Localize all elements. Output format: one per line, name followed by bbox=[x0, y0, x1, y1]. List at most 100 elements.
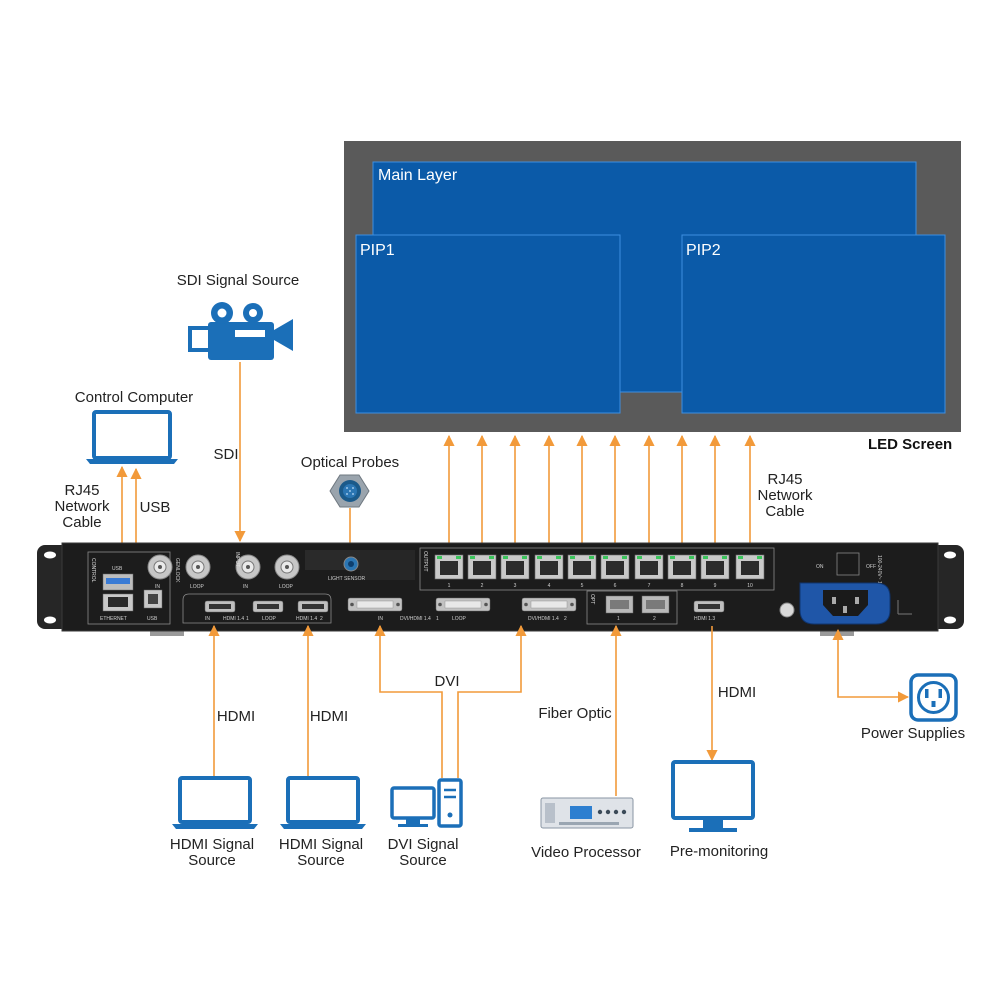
rj45-port-number: 6 bbox=[614, 583, 617, 589]
usb-port-label: USB bbox=[112, 566, 123, 572]
sdi-bnc-port bbox=[274, 554, 300, 580]
pip1-layer bbox=[355, 234, 621, 414]
video-processor-icon bbox=[540, 797, 634, 829]
rj45-port-number: 7 bbox=[648, 583, 651, 589]
dvi-ports: IN DVI/HDMI 1.4 1 LOOP DVI/HDMI 1.4 2 bbox=[347, 597, 577, 622]
input-section-label: INPUT bbox=[234, 552, 240, 567]
sdi-in-label-1: IN bbox=[155, 584, 160, 590]
power-section: ON OFF 100-240V~ 1.5A 50/60Hz bbox=[779, 552, 912, 625]
dvi-source-line1: DVI Signal bbox=[388, 836, 459, 853]
power-supplies-label: Power Supplies bbox=[861, 725, 965, 742]
rj45-port-number: 8 bbox=[681, 583, 684, 589]
rj45-output-ports: 1 2 3 4 5 6 7 8 9 10 bbox=[434, 554, 765, 589]
control-section-label: CONTROL bbox=[90, 558, 96, 583]
power-supplies: Power Supplies bbox=[832, 628, 965, 742]
optical-probes: Optical Probes bbox=[301, 454, 399, 560]
hdmi13-label: HDMI 1.3 bbox=[694, 616, 715, 622]
pre-monitoring-label: Pre-monitoring bbox=[670, 843, 768, 860]
led-screen-label: LED Screen bbox=[868, 436, 952, 453]
dvi-loop-label: LOOP bbox=[452, 616, 467, 622]
pre-monitoring: HDMI Pre-monitoring bbox=[670, 626, 768, 860]
control-computer-label: Control Computer bbox=[75, 389, 193, 406]
rj45-port-number: 4 bbox=[548, 583, 551, 589]
rj45-port: 8 bbox=[667, 554, 697, 589]
fiber-optic-label: Fiber Optic bbox=[538, 705, 612, 722]
hdmi-num-2: 2 bbox=[320, 616, 323, 622]
light-sensor-label: LIGHT SENSOR bbox=[328, 576, 366, 582]
control-computer: Control Computer RJ45 Network Cable USB bbox=[54, 389, 193, 591]
laptop-icon bbox=[86, 410, 178, 464]
power-off-label: OFF bbox=[866, 564, 876, 570]
hdmi-in-label: IN bbox=[205, 616, 210, 622]
hdmi-loop-label: LOOP bbox=[262, 616, 277, 622]
rj45-port-number: 5 bbox=[581, 583, 584, 589]
rj45-right-label: RJ45 Network Cable bbox=[757, 471, 813, 520]
sdi-bnc-port bbox=[235, 554, 261, 580]
sdi-source-label: SDI Signal Source bbox=[177, 272, 300, 289]
sdi-in-label-2: IN bbox=[243, 584, 248, 590]
rj45-right-line1: RJ45 bbox=[767, 471, 802, 488]
optical-probe-icon bbox=[329, 474, 370, 508]
hdmi-input-ports: IN HDMI 1.4 1 LOOP HDMI 1.4 2 bbox=[182, 593, 332, 624]
hdmi-source-1-line2: Source bbox=[188, 852, 236, 869]
opt-num-1: 1 bbox=[617, 616, 620, 622]
output-arrows bbox=[443, 434, 756, 559]
dvi-num-2: 2 bbox=[564, 616, 567, 622]
sdi-label: SDI bbox=[213, 446, 238, 463]
power-on-label: ON bbox=[816, 564, 824, 570]
video-camera-icon bbox=[188, 302, 293, 360]
sdi-loop-label-1: LOOP bbox=[190, 584, 205, 590]
hdmi14-label-2: HDMI 1.4 bbox=[296, 616, 317, 622]
pip2-label: PIP2 bbox=[686, 242, 721, 259]
rj45-port-number: 3 bbox=[514, 583, 517, 589]
hdmi-signal-source-1: HDMI HDMI Signal Source bbox=[170, 624, 258, 869]
rj45-port-number: 2 bbox=[481, 583, 484, 589]
rj45-port: 4 bbox=[534, 554, 564, 589]
hdmi-output-port: HDMI 1.3 bbox=[693, 600, 725, 622]
dvi-hdmi-label-2: DVI/HDMI 1.4 bbox=[528, 616, 559, 622]
optical-probes-label: Optical Probes bbox=[301, 454, 399, 471]
led-screen: Main Layer PIP1 PIP2 LED Screen bbox=[344, 141, 961, 453]
sdi-bnc-port bbox=[185, 554, 211, 580]
sdi-ports: INPUT GENLOCK IN LOOP IN LOOP bbox=[147, 552, 300, 590]
desktop-computer-icon bbox=[390, 778, 463, 828]
sdi-bnc-port bbox=[147, 554, 173, 580]
hdmi-source-2-line1: HDMI Signal bbox=[279, 836, 363, 853]
rj45-port: 7 bbox=[634, 554, 664, 589]
dvi-label: DVI bbox=[434, 673, 459, 690]
hdmi-out-label: HDMI bbox=[718, 684, 756, 701]
rj45-port: 2 bbox=[467, 554, 497, 589]
laptop-icon bbox=[280, 776, 366, 829]
rj45-port: 10 bbox=[735, 554, 765, 589]
rj45-right-line2: Network bbox=[757, 487, 813, 504]
rj45-port: 1 bbox=[434, 554, 464, 589]
ground-screw bbox=[779, 602, 795, 618]
opt-section-label: OPT bbox=[589, 594, 595, 604]
rj45-left-line1: RJ45 bbox=[64, 482, 99, 499]
hdmi-source-2-line2: Source bbox=[297, 852, 345, 869]
rj45-left-line2: Network bbox=[54, 498, 110, 515]
rj45-port-number: 1 bbox=[448, 583, 451, 589]
rj45-port: 5 bbox=[567, 554, 597, 589]
power-outlet-icon bbox=[909, 673, 958, 722]
hdmi14-label-1: HDMI 1.4 bbox=[223, 616, 244, 622]
dvi-in-port-2 bbox=[521, 597, 577, 612]
sdi-loop-label-2: LOOP bbox=[279, 584, 294, 590]
rj45-port: 3 bbox=[500, 554, 530, 589]
dvi-in-label: IN bbox=[378, 616, 383, 622]
opt-ports: OPT 1 2 bbox=[586, 590, 678, 625]
rj45-port-number: 10 bbox=[747, 583, 753, 589]
light-sensor-port: LIGHT SENSOR bbox=[328, 556, 366, 582]
usb-label: USB bbox=[140, 499, 171, 516]
rj45-port-number: 9 bbox=[714, 583, 717, 589]
main-layer-label: Main Layer bbox=[378, 167, 458, 184]
rj45-left-line3: Cable bbox=[62, 514, 101, 531]
opt-num-2: 2 bbox=[653, 616, 656, 622]
hdmi-label-b: HDMI bbox=[310, 708, 348, 725]
pip1-label: PIP1 bbox=[360, 242, 395, 259]
hdmi-source-1-line1: HDMI Signal bbox=[170, 836, 254, 853]
dvi-signal-source: DVI DVI Signal Source bbox=[374, 624, 527, 869]
rj45-port: 6 bbox=[600, 554, 630, 589]
rj45-right-line3: Cable bbox=[765, 503, 804, 520]
